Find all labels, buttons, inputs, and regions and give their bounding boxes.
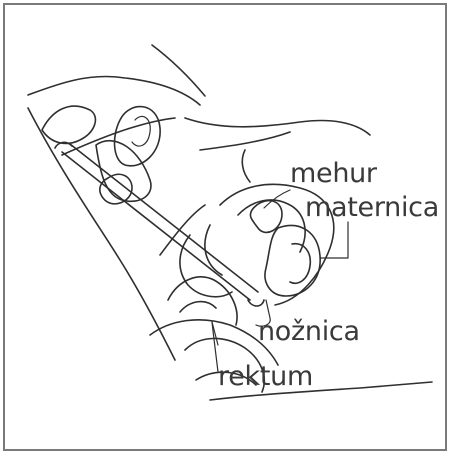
label-bladder: mehur — [290, 158, 378, 189]
swab-drawing — [55, 142, 264, 306]
label-uterus: maternica — [305, 192, 439, 223]
label-vagina: nožnica — [258, 316, 360, 347]
label-rectum: rektum — [218, 361, 313, 392]
anatomy-organs — [28, 108, 432, 400]
